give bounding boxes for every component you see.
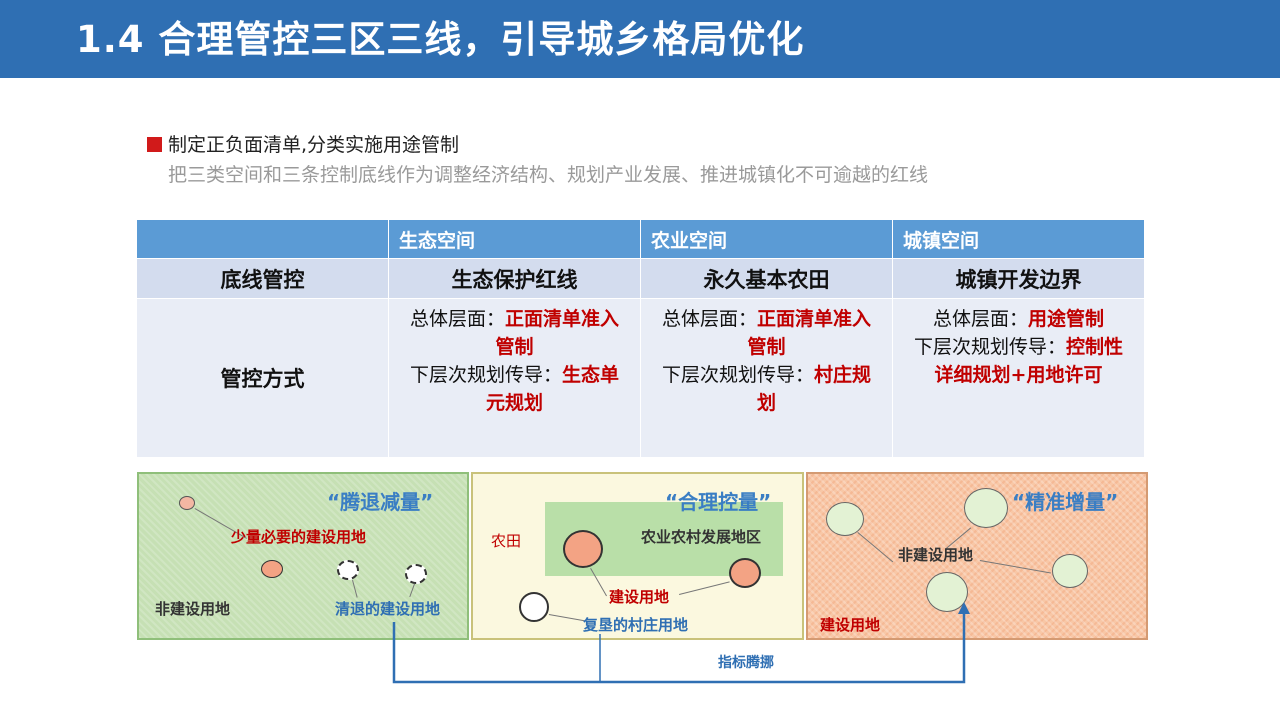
- header-cell-empty: [136, 219, 389, 259]
- land-circle: [826, 502, 864, 536]
- control-highlight: 正面清单准入管制: [747, 308, 872, 358]
- table-header-row: 生态空间 农业空间 城镇空间: [136, 219, 1145, 259]
- label-cleared-land: 清退的建设用地: [335, 600, 441, 618]
- slide-title: 1.4 合理管控三区三线，引导城乡格局优化: [76, 18, 805, 61]
- leader-line: [352, 580, 358, 598]
- control-text: 下层次规划传导：: [409, 364, 562, 386]
- cell-farmland: 永久基本农田: [640, 258, 893, 299]
- land-circle: [1052, 554, 1088, 588]
- label-farmland: 农田: [491, 532, 522, 550]
- control-text: 下层次规划传导：: [913, 336, 1066, 358]
- leader-line: [979, 560, 1051, 574]
- cell-urban-boundary: 城镇开发边界: [892, 258, 1145, 299]
- control-highlight: 控制性详细规划+用地许可: [934, 336, 1124, 386]
- panel-increment: “精准增量” 非建设用地 建设用地: [806, 472, 1148, 640]
- label-nonbuild-land: 非建设用地: [155, 600, 231, 618]
- control-text: 总体层面：: [932, 308, 1028, 330]
- cell-control-eco: 总体层面：正面清单准入管制 下层次规划传导：生态单元规划: [388, 298, 641, 458]
- row-label-control: 管控方式: [136, 298, 389, 458]
- land-circle: [179, 496, 195, 510]
- cell-control-agri: 总体层面：正面清单准入管制 下层次规划传导：村庄规划: [640, 298, 893, 458]
- table-row-control: 管控方式 总体层面：正面清单准入管制 下层次规划传导：生态单元规划 总体层面：正…: [136, 298, 1145, 458]
- land-circle: [729, 558, 761, 588]
- leader-line: [679, 581, 730, 595]
- reclaimed-circle: [519, 592, 549, 622]
- control-highlight: 生态单元规划: [485, 364, 620, 414]
- bullet-text: 制定正负面清单,分类实施用途管制: [168, 134, 460, 156]
- panel-title: “精准增量”: [1012, 490, 1119, 514]
- control-text: 总体层面：: [409, 308, 505, 330]
- label-agri-zone: 农业农村发展地区: [641, 528, 762, 546]
- cell-control-urban: 总体层面：用途管制 下层次规划传导：控制性详细规划+用地许可: [892, 298, 1145, 458]
- bullet-subtext: 把三类空间和三条控制底线作为调整经济结构、规划产业发展、推进城镇化不可逾越的红线: [168, 164, 929, 186]
- leader-line: [548, 614, 585, 622]
- header-cell-urban: 城镇空间: [892, 219, 1145, 259]
- label-build-land: 建设用地: [820, 616, 881, 634]
- label-build-land: 建设用地: [609, 588, 670, 606]
- cleared-circle: [337, 560, 359, 580]
- leader-line: [409, 583, 415, 598]
- table-row-baseline: 底线管控 生态保护红线 永久基本农田 城镇开发边界: [136, 258, 1145, 299]
- control-text: 下层次规划传导：: [661, 364, 814, 386]
- header-cell-agri: 农业空间: [640, 219, 893, 259]
- row-label-baseline: 底线管控: [136, 258, 389, 299]
- land-circle: [964, 488, 1008, 528]
- leader-line: [857, 532, 894, 563]
- control-table: 生态空间 农业空间 城镇空间 底线管控 生态保护红线 永久基本农田 城镇开发边界…: [136, 219, 1145, 458]
- panel-title: “腾退减量”: [327, 490, 434, 514]
- control-highlight: 用途管制: [1028, 308, 1105, 330]
- land-circle: [261, 560, 283, 578]
- cell-eco-redline: 生态保护红线: [388, 258, 641, 299]
- land-circle: [563, 530, 603, 568]
- red-square-icon: [147, 137, 162, 152]
- control-highlight: 正面清单准入管制: [495, 308, 620, 358]
- panel-control: “合理控量” 农田 农业农村发展地区 建设用地 复垦的村庄用地: [471, 472, 804, 640]
- control-text: 总体层面：: [661, 308, 757, 330]
- label-necessary-land: 少量必要的建设用地: [231, 528, 367, 546]
- title-bar: 1.4 合理管控三区三线，引导城乡格局优化: [0, 0, 1280, 78]
- land-circle: [926, 572, 968, 612]
- control-highlight: 村庄规划: [756, 364, 872, 414]
- transfer-caption: 指标腾挪: [718, 655, 774, 671]
- header-cell-eco: 生态空间: [388, 219, 641, 259]
- bullet-heading: 制定正负面清单,分类实施用途管制: [147, 130, 459, 157]
- label-reclaimed-land: 复垦的村庄用地: [583, 616, 689, 634]
- panel-reduction: “腾退减量” 少量必要的建设用地 非建设用地 清退的建设用地: [137, 472, 469, 640]
- label-nonbuild-land: 非建设用地: [898, 546, 974, 564]
- panel-title: “合理控量”: [665, 490, 772, 514]
- cleared-circle: [405, 564, 427, 584]
